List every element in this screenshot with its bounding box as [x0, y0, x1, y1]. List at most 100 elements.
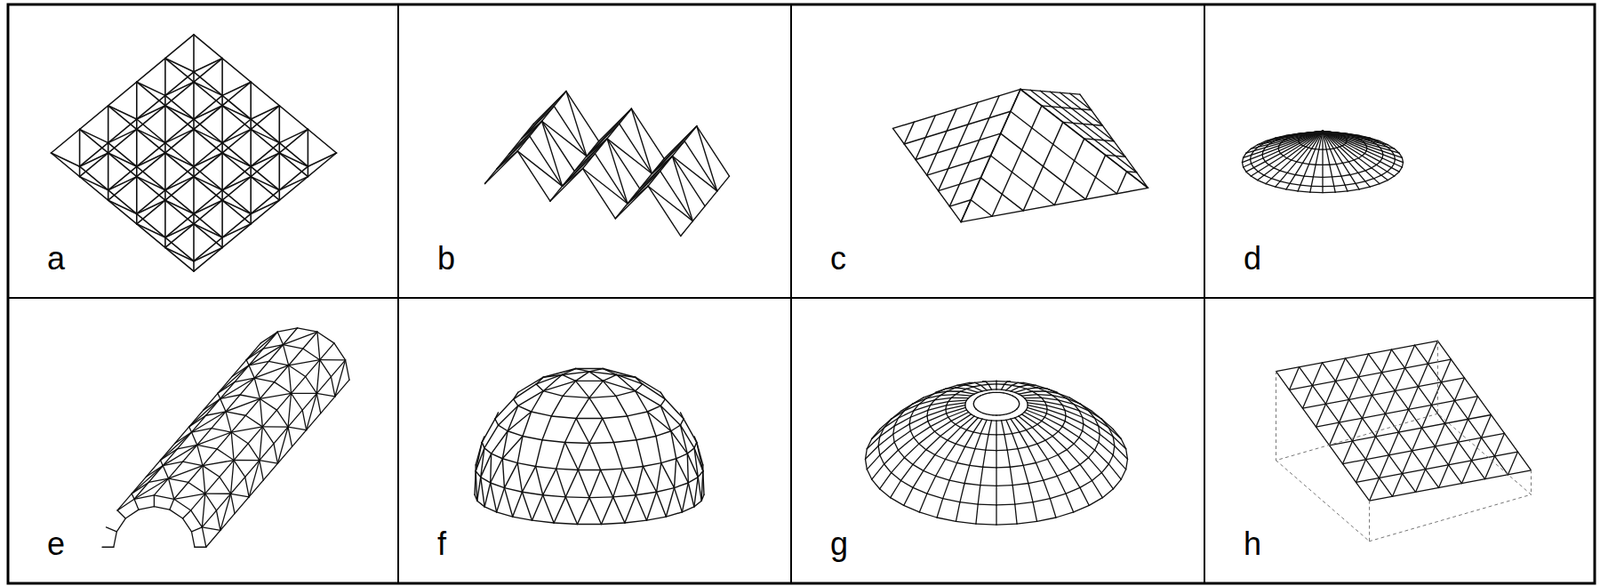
panel-divider	[1203, 4, 1206, 584]
structure-member	[577, 523, 602, 525]
structure-member	[1242, 162, 1244, 168]
structure-member	[205, 492, 232, 494]
structure-member	[1018, 391, 1032, 394]
structure-member	[1380, 158, 1383, 162]
structure-member	[282, 331, 317, 344]
structure-member	[1275, 135, 1287, 138]
structure-member	[1264, 161, 1269, 166]
structure-member	[683, 418, 697, 442]
structure-member	[975, 382, 981, 385]
structure-member	[254, 377, 260, 399]
structure-member	[1004, 434, 1008, 451]
structure-member	[189, 398, 221, 426]
structure-member	[919, 400, 936, 405]
structure-member	[1012, 433, 1018, 449]
structure-member	[1322, 130, 1402, 168]
structure-member	[980, 384, 989, 385]
structure-member	[681, 506, 694, 512]
structure-member	[165, 128, 309, 248]
structure-member	[901, 480, 914, 488]
structure-member	[1269, 141, 1275, 144]
structure-member	[904, 457, 913, 465]
structure-member	[565, 496, 577, 525]
structure-member	[153, 328, 297, 496]
structure-member	[661, 458, 677, 464]
structure-member	[983, 449, 986, 467]
structure-member	[1037, 517, 1056, 521]
structure-member	[928, 421, 931, 427]
structure-member	[193, 34, 337, 153]
structure-member	[174, 493, 206, 499]
structure-member	[1015, 388, 1027, 392]
structure-member	[703, 471, 704, 495]
structure-member	[1020, 88, 1149, 188]
structure-member	[562, 138, 608, 186]
hidden-edge	[1276, 413, 1439, 461]
structure-member	[1091, 472, 1102, 481]
structure-member	[183, 518, 192, 532]
structure-member	[245, 476, 249, 496]
structure-member	[613, 495, 637, 497]
structure-member	[1027, 402, 1048, 406]
structure-figure	[485, 91, 730, 237]
structure-member	[919, 443, 927, 450]
structure-member	[676, 453, 688, 459]
structure-member	[904, 443, 919, 458]
structure-member	[636, 440, 643, 467]
structure-member	[1037, 420, 1042, 424]
structure-member	[642, 465, 656, 492]
structure-member	[206, 379, 350, 547]
structure-member	[108, 81, 252, 200]
structure-member	[927, 108, 957, 176]
structure-member	[231, 432, 248, 444]
structure-member	[965, 446, 976, 448]
structure-member	[635, 495, 647, 520]
structure-member	[1057, 455, 1070, 472]
structure-member	[635, 391, 661, 407]
structure-member	[288, 365, 306, 377]
structure-member	[955, 430, 967, 445]
structure-member	[977, 485, 981, 504]
structure-member	[890, 480, 902, 497]
structure-member	[165, 95, 280, 190]
structure-member	[1001, 384, 1005, 390]
structure-member	[1112, 445, 1115, 455]
structure-member	[1322, 130, 1395, 176]
structure-member	[926, 395, 941, 399]
structure-member	[583, 168, 616, 219]
structure-member	[1088, 449, 1096, 457]
structure-member	[542, 120, 576, 171]
structure-member	[1322, 130, 1404, 162]
structure-member	[1080, 480, 1093, 488]
structure-member	[1298, 367, 1392, 497]
structure-member	[913, 437, 920, 444]
structure-member	[955, 424, 961, 427]
structure-member	[102, 546, 114, 548]
structure-member	[113, 531, 117, 547]
structure-member	[565, 418, 577, 443]
structure-member	[1427, 340, 1438, 364]
structure-member	[1032, 498, 1050, 503]
structure-member	[249, 119, 252, 129]
structure-member	[565, 442, 579, 471]
structure-member	[1112, 479, 1121, 489]
structure-member	[1084, 138, 1114, 142]
structure-member	[912, 487, 928, 494]
structure-member	[960, 416, 975, 428]
structure-member	[51, 152, 195, 272]
structure-member	[671, 424, 681, 432]
structure-member	[565, 441, 590, 444]
structure-member	[188, 481, 206, 494]
structure-member	[1079, 437, 1095, 450]
structure-member	[1041, 397, 1059, 400]
structure-member	[1012, 485, 1016, 504]
structure-member	[496, 488, 505, 512]
structure-member	[576, 371, 590, 381]
structure-member	[1440, 359, 1451, 383]
structure-member	[1264, 144, 1269, 148]
structure-member	[1310, 192, 1323, 194]
structure-figure	[474, 368, 704, 525]
structure-member	[1251, 151, 1255, 156]
structure-member	[947, 440, 956, 444]
structure-member	[562, 395, 590, 398]
